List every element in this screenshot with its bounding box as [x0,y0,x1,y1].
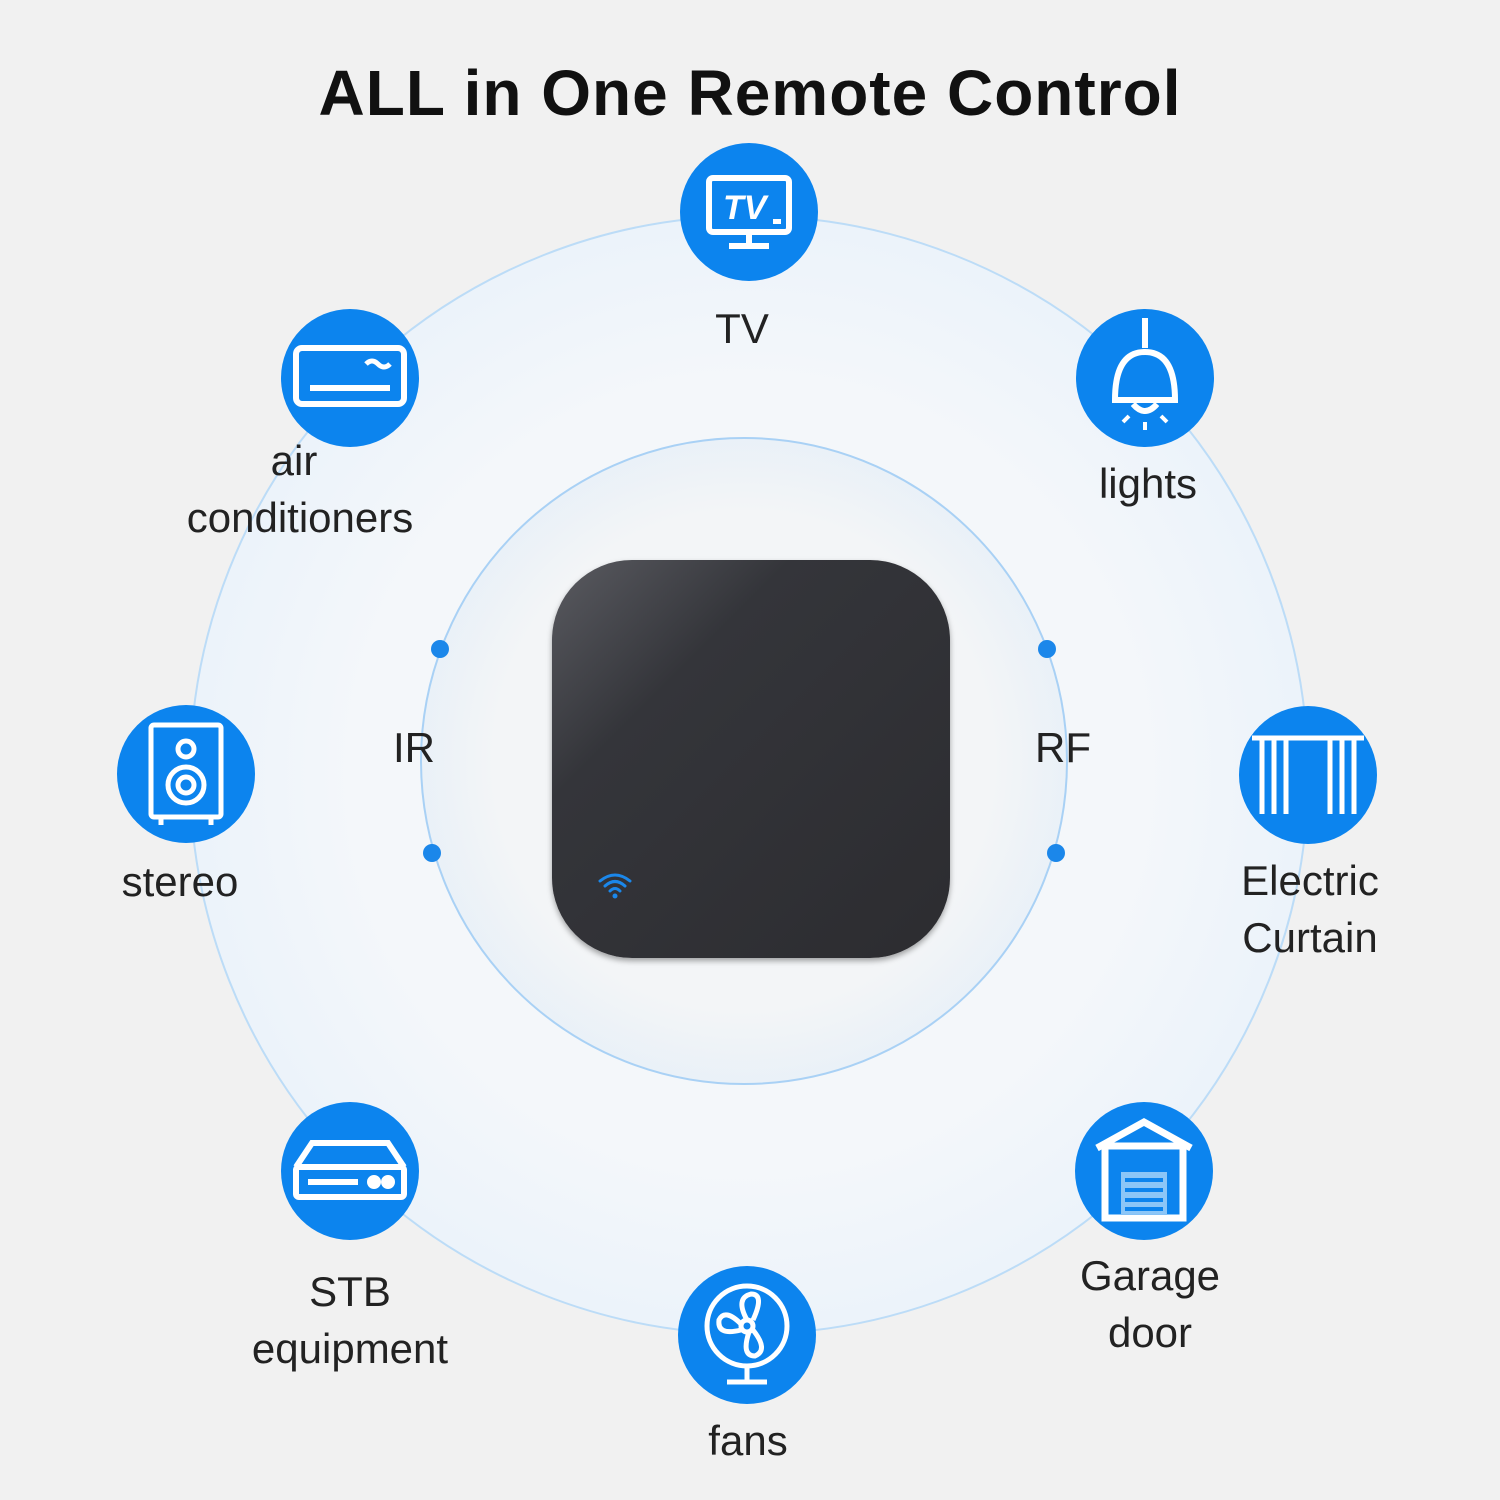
ring-dot [423,844,441,862]
tv-icon: TV [680,143,818,281]
page-title: ALL in One Remote Control [318,57,1182,129]
ring-dot [1038,640,1056,658]
fan-icon [678,1266,816,1404]
lamp-icon [1076,309,1214,447]
wifi-icon [598,873,632,899]
smart-remote-hub [552,560,950,958]
ir-label: IR [393,724,435,771]
device-label-stereo: stereo [121,858,239,905]
set-top-box-icon [281,1102,419,1240]
rf-label: RF [1035,724,1091,771]
device-label-lights: lights [1098,460,1198,507]
air-conditioner-icon [281,309,419,447]
device-label-tv: TV [715,305,769,352]
device-label-fans: fans [708,1417,788,1464]
ring-dot [1047,844,1065,862]
speaker-icon [117,705,255,843]
garage-icon [1075,1102,1213,1240]
curtain-icon [1239,706,1377,844]
ring-dot [431,640,449,658]
svg-text:TV: TV [723,189,770,227]
